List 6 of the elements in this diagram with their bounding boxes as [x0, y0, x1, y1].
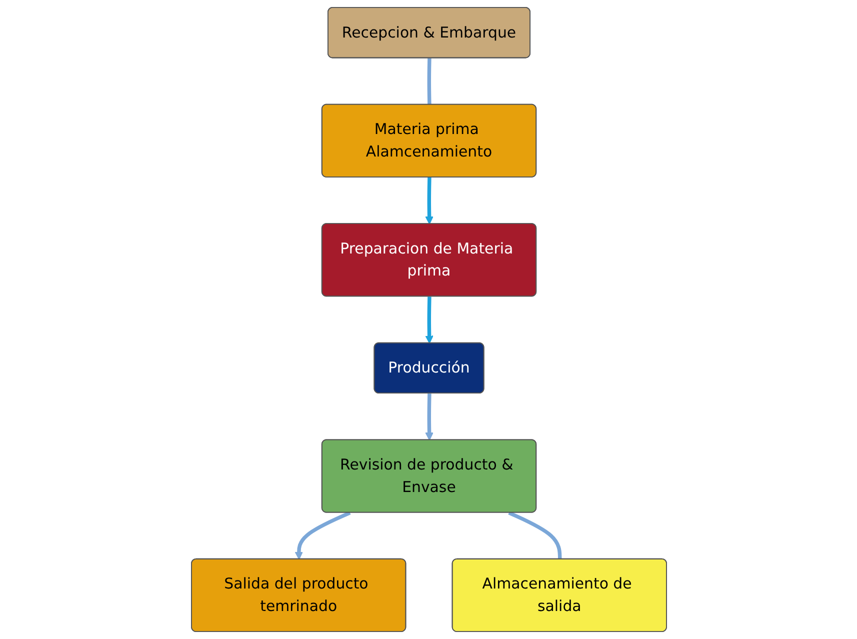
connector — [426, 58, 431, 105]
connector — [508, 511, 562, 560]
arrow — [294, 511, 350, 560]
arrow — [424, 394, 433, 440]
arrow — [424, 296, 433, 344]
arrow — [424, 177, 433, 224]
